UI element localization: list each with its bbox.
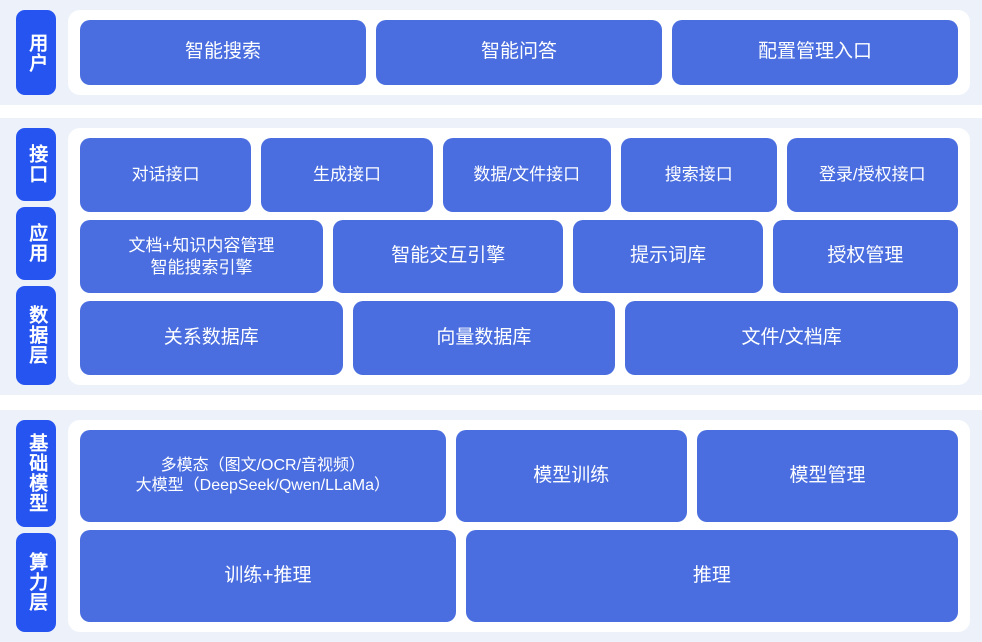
card-search-api[interactable]: 搜索接口 [620,138,777,212]
layer-tab-foundation-model[interactable]: 基础模型 [16,420,56,527]
tab-column-user: 用户 [16,10,56,95]
tab-column-foundation: 基础模型 算力层 [16,420,56,632]
row-compute-layer: 训练+推理 推理 [80,530,958,622]
row-data-stores: 关系数据库 向量数据库 文件/文档库 [80,301,958,376]
layer-tab-application[interactable]: 应用 [16,206,56,280]
card-interactive-engine[interactable]: 智能交互引擎 [332,219,564,294]
section-user: 用户 智能搜索 智能问答 配置管理入口 [0,0,982,105]
card-multimodal-large-model[interactable]: 多模态（图文/OCR/音视频） 大模型（DeepSeek/Qwen/LLaMa） [80,430,446,522]
card-login-auth-api[interactable]: 登录/授权接口 [786,138,958,212]
row-interface-apis: 对话接口 生成接口 数据/文件接口 搜索接口 登录/授权接口 [80,138,958,212]
layer-tab-compute[interactable]: 算力层 [16,532,56,632]
row-user-entries: 智能搜索 智能问答 配置管理入口 [80,20,958,85]
tab-column-platform: 接口 应用 数据层 [16,128,56,385]
row-application-services: 文档+知识内容管理 智能搜索引擎 智能交互引擎 提示词库 授权管理 [80,219,958,294]
layer-tab-data[interactable]: 数据层 [16,285,56,385]
card-prompt-library[interactable]: 提示词库 [573,219,763,294]
panel-user: 智能搜索 智能问答 配置管理入口 [68,10,970,95]
card-training-inference[interactable]: 训练+推理 [80,530,456,622]
card-model-training[interactable]: 模型训练 [455,430,687,522]
section-platform: 接口 应用 数据层 对话接口 生成接口 数据/文件接口 搜索接口 登录/授权接口… [0,118,982,395]
card-vector-database[interactable]: 向量数据库 [352,301,616,376]
card-doc-knowledge-management[interactable]: 文档+知识内容管理 智能搜索引擎 [80,219,323,294]
card-data-file-api[interactable]: 数据/文件接口 [442,138,611,212]
row-base-models: 多模态（图文/OCR/音视频） 大模型（DeepSeek/Qwen/LLaMa）… [80,430,958,522]
card-smart-search[interactable]: 智能搜索 [80,20,366,85]
section-foundation: 基础模型 算力层 多模态（图文/OCR/音视频） 大模型（DeepSeek/Qw… [0,410,982,642]
card-authorization-management[interactable]: 授权管理 [772,219,958,294]
card-model-management[interactable]: 模型管理 [696,430,958,522]
card-file-document-store[interactable]: 文件/文档库 [625,301,958,376]
card-config-management-entry[interactable]: 配置管理入口 [672,20,958,85]
card-relational-database[interactable]: 关系数据库 [80,301,343,376]
card-inference[interactable]: 推理 [465,530,958,622]
card-generation-api[interactable]: 生成接口 [261,138,433,212]
panel-foundation: 多模态（图文/OCR/音视频） 大模型（DeepSeek/Qwen/LLaMa）… [68,420,970,632]
layer-tab-user[interactable]: 用户 [16,10,56,95]
card-smart-qa[interactable]: 智能问答 [376,20,662,85]
panel-platform: 对话接口 生成接口 数据/文件接口 搜索接口 登录/授权接口 文档+知识内容管理… [68,128,970,385]
card-chat-api[interactable]: 对话接口 [80,138,252,212]
layer-tab-interface[interactable]: 接口 [16,128,56,201]
